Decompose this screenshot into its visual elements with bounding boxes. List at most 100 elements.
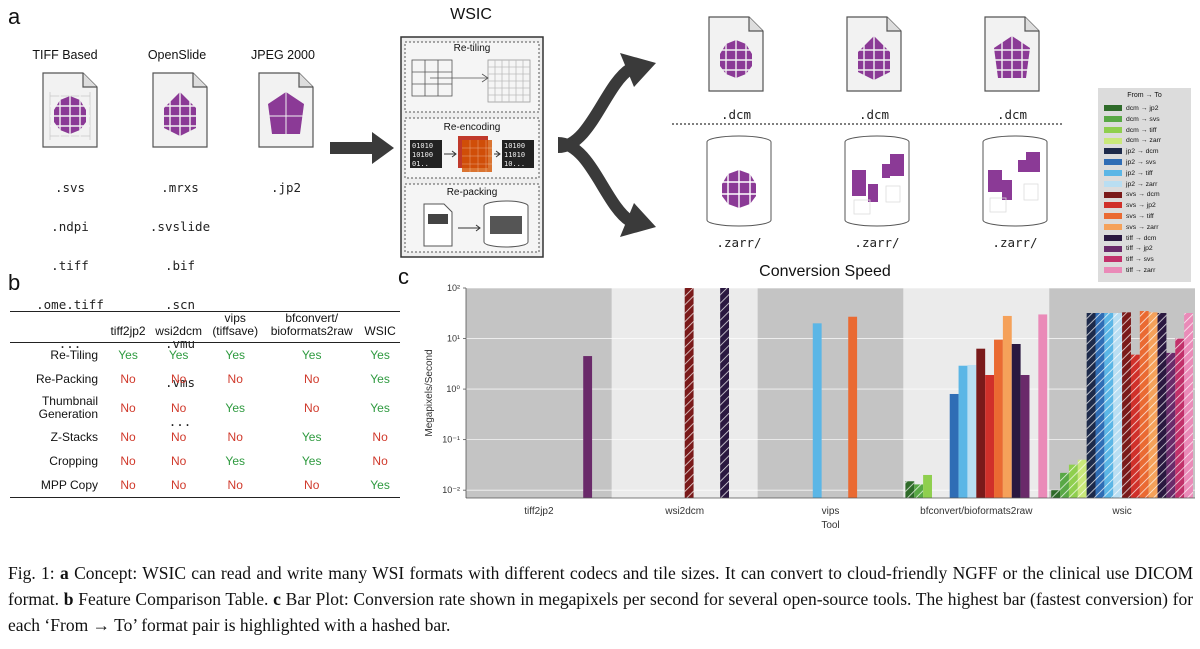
caption-b-letter: b [63,589,74,609]
legend-swatch [1104,213,1122,220]
row-label: Thumbnail Generation [38,394,98,421]
bar [1002,315,1012,498]
bar-hatch [1157,313,1167,498]
table-cell: No [120,430,136,444]
table-cell: No [170,478,187,492]
table-cell: Yes [301,348,322,362]
legend-label: svs → tiff [1126,213,1154,220]
encoding-left-2: 10100 [412,151,433,159]
row-label: Z-Stacks [50,429,98,444]
caption-b-text: Feature Comparison Table. [78,589,269,609]
legend-item: dcm → jp2 [1104,105,1158,113]
table-corner [10,312,106,343]
col-header: tiff2jp2 [110,324,146,338]
zarr-label-2: .zarr/ [854,235,900,250]
x-axis-label: Tool [821,520,839,531]
table-cell: No [304,372,320,386]
table-cell: Yes [301,430,322,444]
bar-hatch [914,484,924,498]
legend-item: svs → tiff [1104,213,1154,221]
legend-item: tiff → svs [1104,256,1154,264]
y-tick-label: 10⁻¹ [442,435,460,445]
bar-hatch [1068,464,1078,498]
legend-swatch [1104,159,1122,166]
bar [923,474,932,498]
legend-label: tiff → jp2 [1126,245,1153,253]
bar-hatch [1139,311,1149,498]
table-cell: No [170,430,187,444]
bar-hatch [1077,459,1087,498]
bar-hatch [1104,313,1114,498]
bar-hatch [1086,313,1096,498]
ext-item: .vmu [164,336,196,351]
x-tick-label: vips [822,506,840,517]
bar [583,356,593,498]
legend-swatch [1104,234,1122,241]
col-header: bfconvert/ bioformats2raw [270,311,353,338]
tiff-extensions: .svs .ndpi .tiff .ome.tiff ... [15,155,125,363]
bar [967,364,977,498]
legend-label: tiff → svs [1126,256,1154,264]
legend-label: jp2 → svs [1126,159,1156,166]
y-tick-label: 10² [447,283,460,293]
bar-hatch [1095,313,1105,498]
output-divider [672,123,1062,125]
legend-label: dcm → jp2 [1126,105,1159,112]
ext-item: .ndpi [51,219,89,234]
source-title-jpeg2000: JPEG 2000 [251,48,315,62]
col-header: vips (tiffsave) [212,311,259,338]
dcm-label-1: .dcm [720,107,752,122]
table-cell: Yes [301,454,322,468]
x-tick-label: bfconvert/bioformats2raw [920,506,1033,517]
bar [958,365,968,498]
bar [949,393,959,498]
bar-hatch [684,288,694,498]
encoding-left-1: 01010 [412,142,433,150]
table-cell: Yes [225,401,245,415]
zarr-output-icon-2 [844,135,910,227]
row-label: Cropping [49,453,98,468]
encoding-left-3: 01.. [412,160,429,168]
category-background [757,288,904,498]
bar [985,374,995,498]
ext-item: .jp2 [270,180,302,195]
bar [1038,314,1048,498]
legend-label: svs → zarr [1126,223,1159,231]
legend-swatch [1104,126,1122,133]
legend-label: jp2 → zarr [1126,180,1158,188]
source-title-tiff: TIFF Based [32,48,98,62]
x-tick-label: tiff2jp2 [524,506,554,517]
table-cell: Yes [370,401,390,415]
legend-label: jp2 → dcm [1126,148,1159,156]
table-header-row: tiff2jp2 wsi2dcm vips (tiffsave) bfconve… [10,312,400,343]
ext-item: .ome.tiff [36,297,104,312]
table-cell: Yes [370,348,390,362]
legend-label: svs → jp2 [1126,202,1156,210]
ext-item: ... [168,414,192,429]
table-cell: No [304,478,320,492]
legend-label: tiff → dcm [1126,234,1157,242]
legend-label: dcm → tiff [1126,126,1157,134]
ext-item: .vms [164,375,196,390]
legend-item: svs → dcm [1104,191,1160,199]
legend-item: svs → zarr [1104,224,1158,232]
bar [848,316,858,498]
stage-reencoding: Re-encoding [443,122,501,133]
dcm-output-icon-3 [984,16,1040,92]
caption-fig-label: Fig. 1: [8,563,55,583]
legend-swatch [1104,202,1122,209]
legend-item: tiff → dcm [1104,235,1156,243]
legend-swatch [1104,256,1122,263]
zarr-label-3: .zarr/ [992,235,1038,250]
zarr-output-icon-3 [982,135,1048,227]
table-cell: Yes [370,372,390,386]
legend-label: svs → dcm [1126,191,1160,199]
bar-hatch [905,481,915,498]
legend-swatch [1104,267,1122,274]
